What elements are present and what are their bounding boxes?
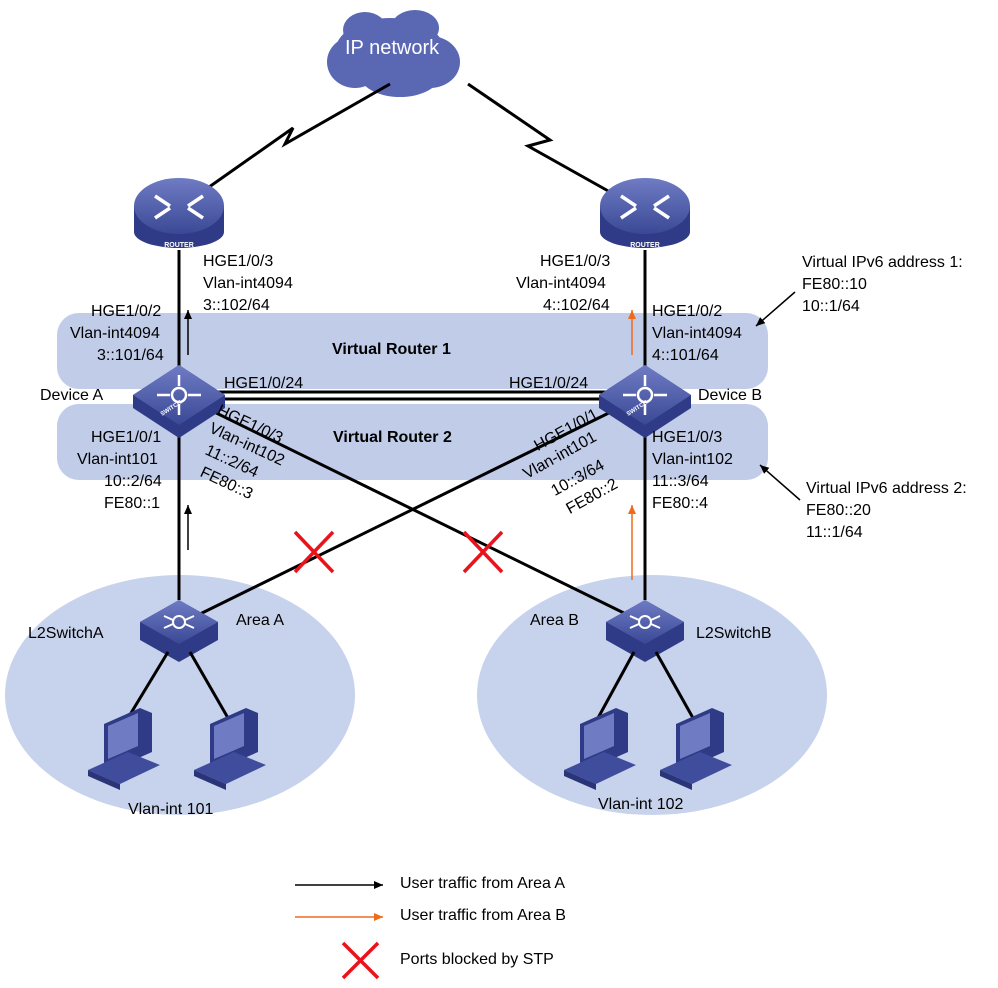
device-b-down-port-vlan: Vlan-int102: [652, 451, 733, 468]
device-a-up-port-vlan: Vlan-int4094: [70, 325, 160, 342]
device-b-down-port-name: HGE1/0/3: [652, 429, 723, 446]
legend-blocked-mark: [341, 941, 380, 980]
device-b-down-port-ll: FE80::4: [652, 495, 709, 512]
legend-blocked-label: Ports blocked by STP: [400, 951, 554, 968]
device-a-down-port-name: HGE1/0/1: [91, 429, 162, 446]
virtual-router-1-region: [57, 313, 768, 389]
router-left-port-name: HGE1/0/3: [203, 253, 274, 270]
router-right-port-name: HGE1/0/3: [540, 253, 611, 270]
host-b1-pc-icon: [564, 708, 636, 790]
device-a-trunk-port: HGE1/0/24: [224, 375, 304, 392]
wan-link-left: [201, 82, 391, 194]
device-a-down-port-vlan: Vlan-int101: [77, 451, 158, 468]
area-a-label: Area A: [236, 612, 285, 629]
l2switch-b-label: L2SwitchB: [696, 625, 772, 642]
host-b2-pc-icon: [660, 708, 732, 790]
device-b-up-port-name: HGE1/0/2: [652, 303, 723, 320]
device-a-label: Device A: [40, 387, 104, 404]
area-b-vlan-label: Vlan-int 102: [598, 796, 684, 813]
device-a-up-port-name: HGE1/0/2: [91, 303, 162, 320]
area-b-region: [477, 575, 827, 815]
device-b-up-port-ip: 4::101/64: [652, 347, 719, 364]
stp-blocked-mark-left: [293, 530, 335, 574]
router-right-port-vlan: Vlan-int4094: [516, 275, 606, 292]
device-a-up-port-ip: 3::101/64: [97, 347, 164, 364]
router-right-port-ip: 4::102/64: [543, 297, 610, 314]
vip1-global: 10::1/64: [802, 298, 860, 315]
area-a-vlan-label: Vlan-int 101: [128, 801, 214, 818]
link-l2a-host-1: [126, 651, 170, 719]
l2switch-a-icon: [140, 600, 218, 662]
router-left-icon: ROUTER: [134, 178, 224, 249]
vip2-global: 11::1/64: [806, 524, 863, 541]
device-b-switch-icon: SWITCH: [599, 365, 691, 438]
device-a-down-port-ll: FE80::1: [104, 495, 161, 512]
stp-blocked-mark-right: [462, 530, 504, 574]
virtual-router-2-label: Virtual Router 2: [333, 429, 452, 446]
vip2-link-local: FE80::20: [806, 502, 871, 519]
vip2-title: Virtual IPv6 address 2:: [806, 480, 967, 497]
l2switch-a-label: L2SwitchA: [28, 625, 104, 642]
router-left-port-ip: 3::102/64: [203, 297, 270, 314]
device-b-trunk-port: HGE1/0/24: [509, 375, 589, 392]
l2switch-b-icon: [606, 600, 684, 662]
device-b-label: Device B: [698, 387, 763, 404]
area-a-region: [5, 575, 355, 815]
link-l2b-host-1: [596, 651, 636, 719]
legend-area-a-label: User traffic from Area A: [400, 875, 566, 892]
device-a-down-port-ip: 10::2/64: [104, 473, 162, 490]
host-a2-pc-icon: [194, 708, 266, 790]
router-left-port-vlan: Vlan-int4094: [203, 275, 293, 292]
router-right-icon: ROUTER: [600, 178, 690, 249]
router-left-icon-text: ROUTER: [164, 242, 194, 249]
device-a-switch-icon: SWITCH: [133, 365, 225, 438]
ip-network-cloud: [327, 10, 460, 97]
wan-link-right: [467, 82, 611, 194]
legend-area-b-label: User traffic from Area B: [400, 907, 566, 924]
router-right-icon-text: ROUTER: [630, 242, 660, 249]
area-b-label: Area B: [530, 612, 579, 629]
device-b-down-port-ip: 11::3/64: [652, 473, 709, 490]
vip1-link-local: FE80::10: [802, 276, 867, 293]
link-l2a-host-2: [188, 651, 230, 719]
device-b-up-port-vlan: Vlan-int4094: [652, 325, 742, 342]
host-a1-pc-icon: [88, 708, 160, 790]
vip2-pointer-arrow: [759, 464, 801, 501]
virtual-router-1-label: Virtual Router 1: [332, 341, 451, 358]
vip1-pointer-arrow: [755, 291, 796, 327]
link-device-b-l2switch-a: [197, 403, 626, 617]
cloud-label: IP network: [345, 37, 440, 59]
vip1-title: Virtual IPv6 address 1:: [802, 254, 963, 271]
link-l2b-host-2: [654, 651, 695, 719]
